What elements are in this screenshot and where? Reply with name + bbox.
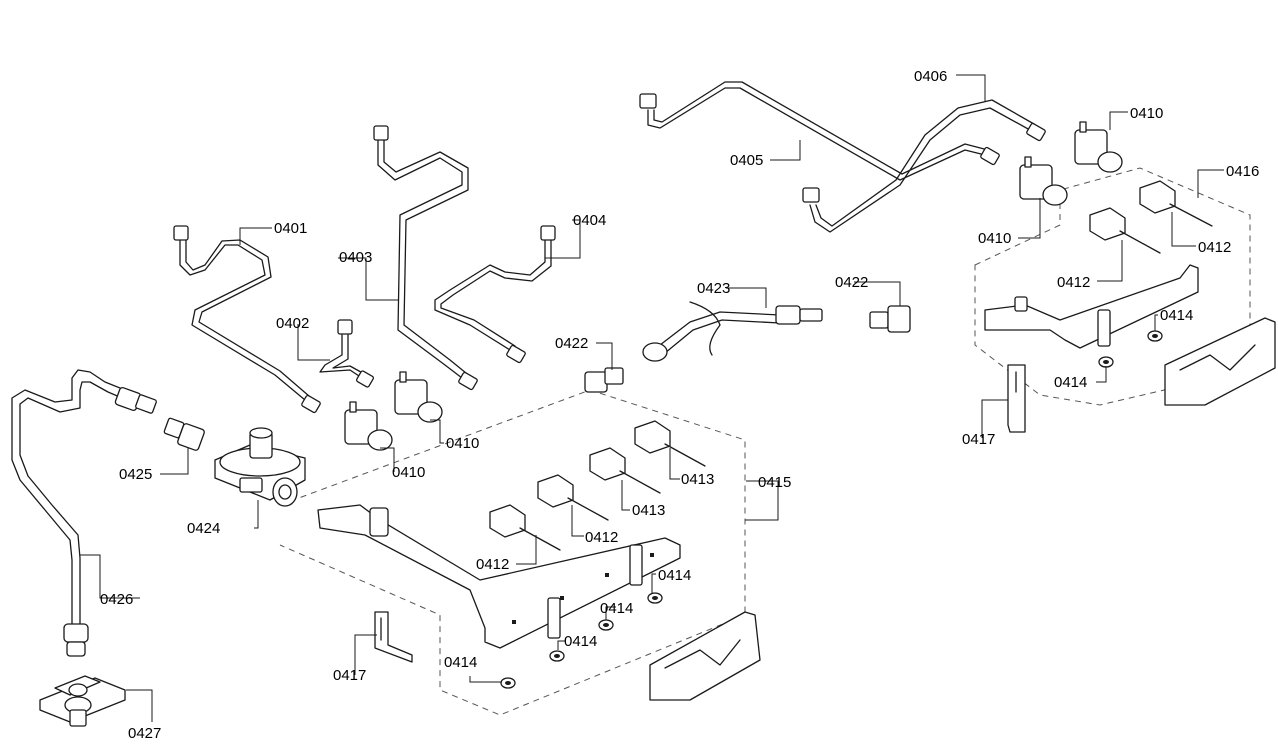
- label-0414-c: 0414: [600, 600, 633, 617]
- label-0412-c: 0412: [1057, 274, 1090, 291]
- label-0413-b: 0413: [681, 471, 714, 488]
- retaining-clip-0414-d[interactable]: [647, 592, 663, 604]
- burner-valve-0413-a[interactable]: [589, 447, 661, 494]
- burner-valve-0412-a[interactable]: [489, 504, 561, 551]
- gas-tube-0426[interactable]: [11, 369, 157, 657]
- label-0422-center: 0422: [555, 335, 588, 352]
- gas-tube-0404[interactable]: [434, 225, 556, 364]
- label-0416: 0416: [1226, 163, 1259, 180]
- burner-valve-0412-d[interactable]: [1139, 180, 1213, 227]
- burner-support-frame-front[interactable]: [649, 611, 761, 701]
- label-0404: 0404: [573, 212, 606, 229]
- leader-lines: [80, 74, 1224, 722]
- solenoid-valve-0410-a[interactable]: [344, 401, 393, 451]
- support-bracket-0417-b[interactable]: [1007, 364, 1026, 433]
- retaining-clip-0414-f[interactable]: [1147, 330, 1163, 342]
- pipe-fitting-0422-center[interactable]: [584, 367, 624, 393]
- gas-manifold-bar-0416[interactable]: [984, 264, 1199, 349]
- gas-tube-0403[interactable]: [373, 125, 478, 391]
- label-0410-a: 0410: [392, 464, 425, 481]
- gas-tube-0405[interactable]: [639, 81, 1000, 181]
- burner-valve-0413-b[interactable]: [634, 420, 706, 467]
- retaining-clip-0414-e[interactable]: [1098, 356, 1114, 368]
- label-0410-b: 0410: [446, 435, 479, 452]
- label-0414-d: 0414: [658, 567, 691, 584]
- label-0410-c: 0410: [978, 230, 1011, 247]
- label-0412-d: 0412: [1198, 239, 1231, 256]
- support-bracket-0417-a[interactable]: [374, 611, 413, 663]
- label-0410-d: 0410: [1130, 105, 1163, 122]
- label-0417-b: 0417: [962, 431, 995, 448]
- label-0406: 0406: [914, 68, 947, 85]
- label-0414-e: 0414: [1054, 374, 1087, 391]
- label-0412-a: 0412: [476, 556, 509, 573]
- label-0405: 0405: [730, 152, 763, 169]
- burner-valve-0412-c[interactable]: [1089, 207, 1161, 254]
- gas-tube-0402[interactable]: [319, 319, 374, 388]
- label-0414-f: 0414: [1160, 307, 1193, 324]
- part-labels: 0401 0402 0403 0404 0405 0406 0410 0410 …: [100, 68, 1259, 742]
- gas-tube-0401[interactable]: [173, 225, 321, 414]
- burner-valve-0412-b[interactable]: [537, 474, 609, 521]
- label-0414-b: 0414: [564, 633, 597, 650]
- assembly-outline-0415: [279, 389, 746, 716]
- label-0414-a: 0414: [444, 654, 477, 671]
- solenoid-valve-0410-c[interactable]: [1019, 156, 1068, 206]
- label-0415: 0415: [758, 474, 791, 491]
- label-0403: 0403: [339, 249, 372, 266]
- retaining-clip-0414-a[interactable]: [500, 677, 516, 689]
- label-0426: 0426: [100, 591, 133, 608]
- label-0401: 0401: [274, 220, 307, 237]
- gas-manifold-bar-0415[interactable]: [317, 504, 681, 649]
- label-0402: 0402: [276, 315, 309, 332]
- burner-support-frame-right[interactable]: [1164, 317, 1276, 406]
- gas-tube-0423[interactable]: [642, 301, 823, 362]
- mounting-bracket-0427[interactable]: [39, 675, 126, 727]
- pipe-fitting-0425[interactable]: [163, 417, 205, 451]
- label-0423: 0423: [697, 280, 730, 297]
- label-0425: 0425: [119, 466, 152, 483]
- solenoid-valve-0410-d[interactable]: [1074, 121, 1123, 173]
- retaining-clip-0414-c[interactable]: [598, 619, 614, 631]
- label-0422-right: 0422: [835, 274, 868, 291]
- pipe-fitting-0422-right[interactable]: [869, 305, 911, 333]
- label-0424: 0424: [187, 520, 220, 537]
- pressure-regulator-0424[interactable]: [214, 427, 306, 507]
- retaining-clip-0414-b[interactable]: [549, 650, 565, 662]
- label-0417-a: 0417: [333, 667, 366, 684]
- gas-tube-0406[interactable]: [802, 99, 1046, 233]
- label-0412-b: 0412: [585, 529, 618, 546]
- label-0427: 0427: [128, 725, 161, 742]
- label-0413-a: 0413: [632, 502, 665, 519]
- solenoid-valve-0410-b[interactable]: [394, 371, 443, 423]
